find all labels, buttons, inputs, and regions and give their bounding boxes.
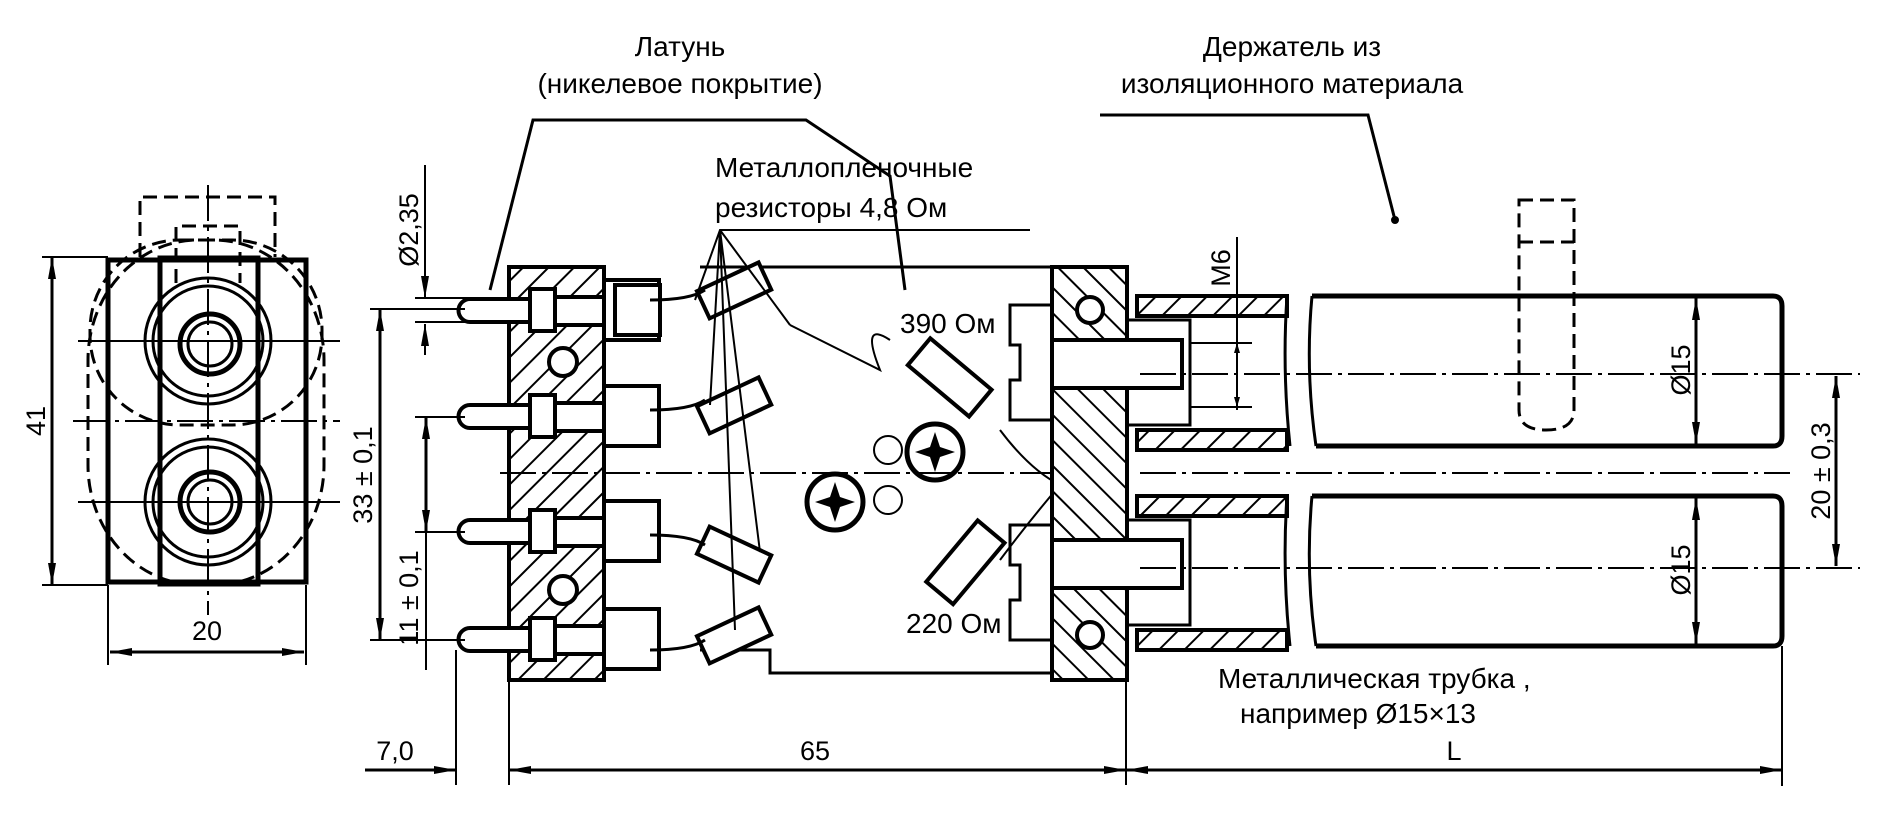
dim-side-width: 20 bbox=[192, 616, 222, 646]
dim-tube-diameter-bottom: Ø15 bbox=[1666, 544, 1696, 595]
label-resistor-220: 220 Ом bbox=[906, 608, 1002, 639]
resistor-4-8-ohm-3 bbox=[694, 523, 774, 586]
pin-2 bbox=[456, 384, 661, 448]
pin-4 bbox=[456, 607, 661, 671]
resistor-390-ohm bbox=[904, 335, 995, 420]
resistor-4-8-ohm-2 bbox=[694, 374, 774, 437]
insulating-holder-outline bbox=[1517, 198, 1576, 432]
label-brass-coating: (никелевое покрытие) bbox=[537, 68, 822, 99]
dim-pin-diameter: Ø2,35 bbox=[394, 193, 424, 267]
tube-socket-bottom bbox=[1135, 494, 1289, 518]
dim-pin-spacing-outer: 33 ± 0,1 bbox=[348, 426, 378, 523]
label-metal-tube: Металлическая трубка , bbox=[1218, 663, 1531, 694]
label-holder-material: изоляционного материала bbox=[1121, 68, 1464, 99]
circuit-board bbox=[700, 265, 1054, 675]
label-holder: Держатель из bbox=[1203, 31, 1381, 62]
dim-tube-length: L bbox=[1446, 736, 1461, 766]
side-view: 41 20 bbox=[21, 185, 340, 665]
dim-tube-diameter-top: Ø15 bbox=[1666, 344, 1696, 395]
metal-tube-top bbox=[1312, 293, 1785, 449]
label-resistor-390: 390 Ом bbox=[900, 308, 996, 339]
resistor-220-ohm bbox=[923, 517, 1008, 608]
resistor-4-8-ohm-1 bbox=[694, 259, 774, 322]
label-metal-tube-example: например Ø15×13 bbox=[1240, 698, 1476, 729]
labels: Латунь (никелевое покрытие) Держатель из… bbox=[488, 31, 1531, 729]
label-resistors-value: резисторы 4,8 Ом bbox=[715, 192, 947, 223]
resistor-4-8-ohm-4 bbox=[694, 604, 774, 667]
dim-pin-length: 7,0 bbox=[376, 736, 414, 766]
label-brass: Латунь bbox=[635, 31, 726, 62]
label-resistors: Металлопленочные bbox=[715, 152, 973, 183]
dim-thread: M6 bbox=[1206, 249, 1236, 287]
dimensions: Ø2,35 33 ± 0,1 11 ± 0,1 7,0 65 L M6 Ø15 bbox=[348, 165, 1840, 786]
main-view bbox=[456, 198, 1860, 682]
metal-tube-bottom bbox=[1312, 493, 1785, 649]
right-block bbox=[1050, 265, 1129, 682]
dim-body-length: 65 bbox=[800, 736, 830, 766]
dim-pin-spacing-inner: 11 ± 0,1 bbox=[394, 550, 424, 645]
tube-socket-top bbox=[1135, 294, 1289, 318]
pin-3 bbox=[456, 499, 661, 563]
dim-tube-spacing: 20 ± 0,3 bbox=[1806, 422, 1836, 519]
trimmer-pot-1 bbox=[904, 421, 966, 483]
dim-side-height: 41 bbox=[21, 406, 51, 436]
